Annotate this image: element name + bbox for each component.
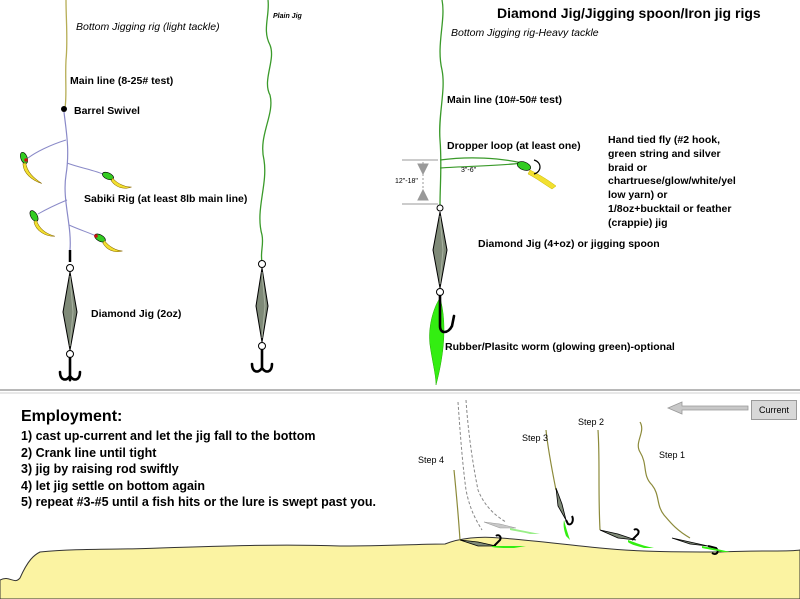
light-main-line bbox=[64, 0, 68, 109]
step2-line bbox=[597, 429, 601, 531]
step4-ghost-jig bbox=[483, 521, 517, 529]
employment-step: 5) repeat #3-#5 until a fish hits or the… bbox=[21, 495, 376, 509]
step2-label: Step 2 bbox=[578, 417, 605, 427]
sabiki-fly-1 bbox=[20, 151, 42, 184]
page-title: Diamond Jig/Jigging spoon/Iron jig rigs bbox=[497, 5, 761, 21]
sabiki-line bbox=[63, 111, 71, 251]
rubber-worm-label: Rubber/Plasitc worm (glowing green)-opti… bbox=[445, 341, 675, 353]
step2-worm bbox=[628, 540, 654, 548]
fly-description: Hand tied fly (#2 hook, green string and… bbox=[608, 134, 736, 231]
step3-jig bbox=[555, 487, 567, 521]
fly-line: chartruese/glow/white/yel bbox=[608, 175, 736, 188]
light-rig-heading: Bottom Jigging rig (light tackle) bbox=[76, 21, 220, 33]
light-jig-ring-top bbox=[66, 264, 74, 272]
dimension-outer-label: 12"-18" bbox=[395, 178, 418, 185]
step4-ghost-line-1 bbox=[457, 401, 483, 531]
barrel-swivel-label: Barrel Swivel bbox=[74, 105, 140, 117]
dropper-fly-tail bbox=[527, 169, 557, 190]
dropper-fly-hook bbox=[533, 159, 541, 175]
heavy-jig-label: Diamond Jig (4+oz) or jigging spoon bbox=[478, 238, 660, 250]
plain-jig-ring-bottom bbox=[258, 342, 266, 350]
sabiki-branch-3 bbox=[37, 199, 68, 215]
step2-hook bbox=[631, 528, 640, 541]
barrel-swivel bbox=[61, 106, 67, 112]
step4-hook bbox=[493, 534, 502, 547]
rubber-worm bbox=[429, 297, 445, 386]
fly-line: Hand tied fly (#2 hook, bbox=[608, 134, 721, 146]
sabiki-branch-1 bbox=[27, 139, 67, 159]
employment-step: 2) Crank line until tight bbox=[21, 445, 157, 460]
fly-line: 1/8oz+bucktail or feather bbox=[608, 202, 732, 215]
fly-line: low yarn) or bbox=[608, 189, 668, 202]
step1-jig bbox=[671, 537, 709, 547]
plain-jig-ring-top bbox=[258, 260, 266, 268]
step3-line bbox=[545, 429, 557, 491]
step4-worm bbox=[492, 546, 526, 548]
sabiki-bead-2 bbox=[94, 234, 98, 238]
heavy-hook bbox=[438, 294, 456, 334]
light-main-line-label: Main line (8-25# test) bbox=[70, 75, 174, 87]
dimension-12-18 bbox=[402, 159, 438, 205]
plain-treble-hook bbox=[250, 348, 274, 373]
heavy-rig-heading: Bottom Jigging rig-Heavy tackle bbox=[451, 27, 599, 39]
dropper-fly-head bbox=[516, 161, 532, 171]
current-button[interactable]: Current bbox=[751, 400, 797, 420]
heavy-main-line bbox=[439, 0, 444, 206]
step3-worm bbox=[563, 520, 570, 540]
dropper-loop-label: Dropper loop (at least one) bbox=[447, 140, 581, 152]
sabiki-fly-2 bbox=[102, 171, 132, 189]
step3-label: Step 3 bbox=[522, 433, 549, 443]
employment-step: 4) let jig settle on bottom again bbox=[21, 478, 206, 493]
employment-heading: Employment: bbox=[21, 408, 123, 425]
heavy-diamond-jig bbox=[432, 211, 448, 289]
sabiki-branch-2 bbox=[66, 162, 106, 176]
plain-jig-line bbox=[259, 0, 273, 263]
dimension-inner-label: 3"-6" bbox=[461, 167, 477, 174]
employment-step: 1) cast up-current and let the jig fall … bbox=[21, 429, 316, 443]
light-jig-label: Diamond Jig (2oz) bbox=[91, 308, 182, 320]
fly-line: (crappie) jig bbox=[608, 216, 668, 229]
fly-line: green string and silver bbox=[608, 147, 721, 160]
step4-label: Step 4 bbox=[418, 455, 445, 465]
fly-line: braid or bbox=[608, 161, 648, 174]
sabiki-fly-3 bbox=[29, 210, 55, 237]
step1-line bbox=[637, 421, 691, 539]
light-diamond-jig bbox=[62, 271, 78, 351]
plain-jig-heading: Plain Jig bbox=[273, 13, 302, 20]
heavy-jig-ring-bottom bbox=[436, 288, 444, 296]
step2-jig bbox=[599, 529, 637, 541]
step1-worm bbox=[702, 546, 730, 552]
employment-step: 3) jig by raising rod swiftly bbox=[21, 462, 179, 476]
light-jig-ring-bottom bbox=[66, 350, 74, 358]
step4-ghost-line-2 bbox=[465, 399, 507, 523]
current-arrow bbox=[666, 401, 749, 415]
step1-label: Step 1 bbox=[659, 450, 686, 460]
step4-ghost-worm bbox=[510, 528, 540, 534]
employment-steps: 1) cast up-current and let the jig fall … bbox=[21, 428, 376, 511]
step4-line bbox=[453, 469, 461, 541]
heavy-main-line-label: Main line (10#-50# test) bbox=[447, 94, 562, 106]
heavy-jig-ring-top bbox=[436, 204, 444, 212]
step3-hook bbox=[565, 515, 574, 526]
sabiki-label: Sabiki Rig (at least 8lb main line) bbox=[84, 193, 248, 205]
seabed bbox=[0, 536, 800, 599]
sabiki-branch-4 bbox=[68, 224, 97, 237]
sabiki-bead-1 bbox=[24, 158, 28, 162]
dropper-loop bbox=[439, 157, 523, 169]
light-treble-hook bbox=[58, 356, 82, 382]
plain-diamond-jig bbox=[255, 267, 269, 343]
step1-hook bbox=[707, 545, 719, 556]
